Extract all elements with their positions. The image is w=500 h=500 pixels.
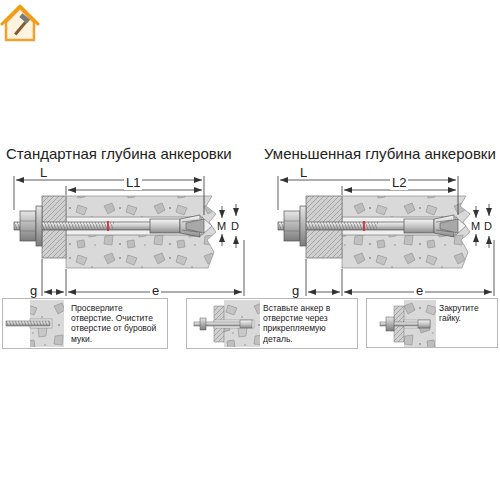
- section-title: Стандартная глубина анкеровки: [6, 146, 232, 163]
- section-title: Уменьшенная глубина анкеровки: [264, 146, 496, 163]
- dimension-label: e: [150, 284, 161, 298]
- logo-icon: [2, 6, 38, 40]
- dimension-label: g: [292, 284, 299, 298]
- dimension-label: L: [40, 166, 47, 180]
- dimension-label: D: [231, 220, 239, 232]
- dimension-label: L1: [124, 176, 142, 190]
- dimension-label: D: [484, 220, 492, 232]
- instruction-step-box: Закрутите гайку.: [366, 298, 498, 348]
- reduced-anchor-figure: [278, 176, 494, 296]
- dimension-label: M: [471, 220, 480, 232]
- step-insert-picture: [194, 300, 260, 347]
- step-text: Закрутите гайку.: [439, 303, 493, 323]
- standard-anchor-figure: [14, 176, 244, 296]
- dimension-label: M: [217, 220, 226, 232]
- step-drill-picture: [6, 300, 64, 347]
- dimension-label: e: [414, 284, 425, 298]
- step-text: Вставьте анкер в отверстие через прикреп…: [263, 303, 353, 344]
- step-text: Просверлите отверстие. Очистите отверсти…: [71, 303, 163, 344]
- dimension-label: L: [300, 166, 307, 180]
- dimension-label: g: [30, 284, 37, 298]
- instruction-step-box: Вставьте анкер в отверстие через прикреп…: [186, 298, 358, 349]
- instruction-step-box: Просверлите отверстие. Очистите отверсти…: [2, 298, 168, 349]
- dimension-label: L2: [390, 176, 408, 190]
- step-tighten-picture: [380, 300, 436, 347]
